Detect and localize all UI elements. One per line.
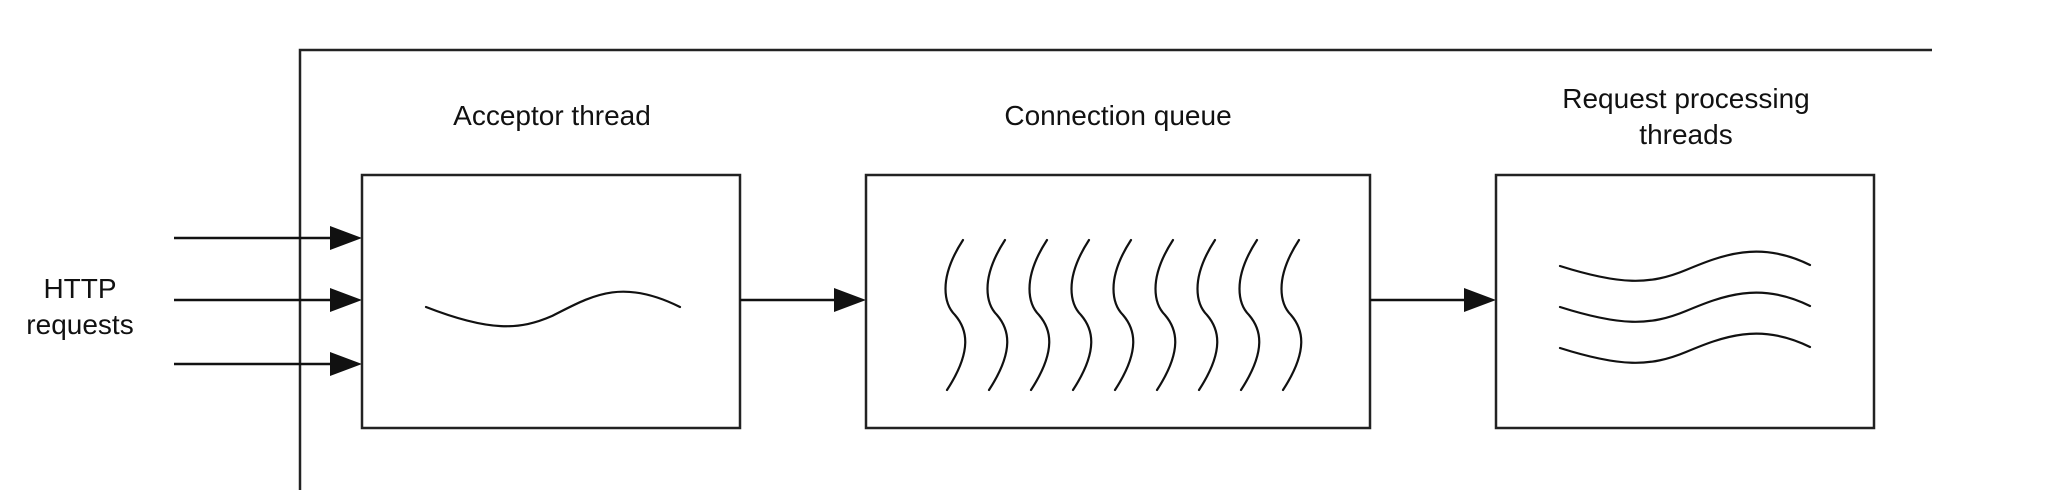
request-processing-label-line1: Request processing — [1562, 83, 1809, 114]
queue-connection-wave-5 — [1112, 238, 1135, 392]
queue-connection-wave-9 — [1280, 238, 1303, 392]
acceptor-thread-label: Acceptor thread — [453, 100, 651, 131]
processing-thread-wave-1 — [1558, 250, 1812, 282]
request-processing-label-line2: threads — [1639, 119, 1732, 150]
request-arrow-3-head — [330, 352, 362, 376]
processing-thread-wave-2 — [1558, 291, 1812, 323]
queue-connection-wave-1 — [944, 238, 967, 392]
processing-thread-wave-3 — [1558, 332, 1812, 364]
queue-connection-wave-3 — [1028, 238, 1051, 392]
queue-connection-wave-7 — [1196, 238, 1219, 392]
queue-connection-wave-4 — [1070, 238, 1093, 392]
request-processing-box — [1494, 173, 1876, 430]
acceptor-thread-wave — [424, 290, 682, 328]
connection-queue-box — [864, 173, 1372, 430]
incoming-request-arrows — [174, 226, 362, 376]
queue-to-processing-arrow-head — [1464, 288, 1496, 312]
connection-queue-label: Connection queue — [1004, 100, 1231, 131]
http-requests-label-line1: HTTP — [43, 273, 116, 304]
request-arrow-2-head — [330, 288, 362, 312]
server-frame — [298, 48, 1932, 490]
queue-connection-wave-6 — [1154, 238, 1177, 392]
queue-connection-wave-2 — [986, 238, 1009, 392]
acceptor-thread-box — [360, 173, 742, 430]
queue-connection-wave-8 — [1238, 238, 1261, 392]
http-requests-label-line2: requests — [26, 309, 133, 340]
connection-queue-waves — [944, 238, 1303, 392]
acceptor-to-queue-arrow-head — [834, 288, 866, 312]
request-arrow-1-head — [330, 226, 362, 250]
